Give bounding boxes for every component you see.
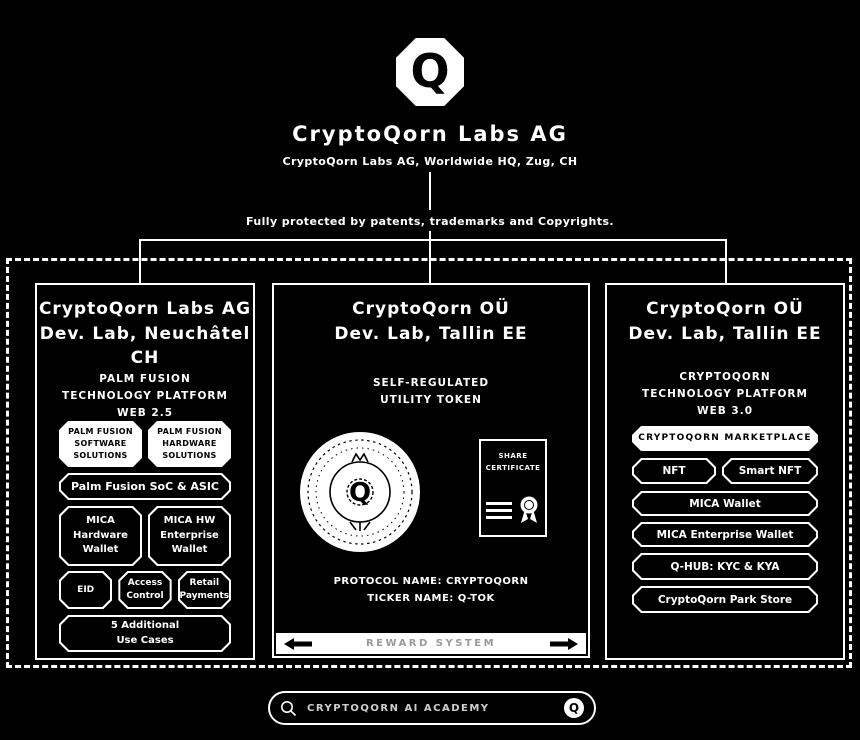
platform-label: SELF-REGULATED UTILITY TOKEN: [372, 377, 490, 406]
connector-line: [139, 239, 727, 241]
search-input[interactable]: CRYPTOQORN AI ACADEMY Q: [268, 691, 596, 725]
node-mica-hardware-wallet: MICA Hardware Wallet: [59, 506, 142, 566]
token-coin-icon: Q: [298, 430, 422, 554]
coin-icon[interactable]: Q: [564, 698, 584, 718]
connector-line: [429, 231, 431, 240]
panel-utility-token: CryptoQorn OÜ Dev. Lab, Tallin EE SELF-R…: [272, 283, 590, 658]
node-mica-enterprise-wallet: MICA Enterprise Wallet: [632, 522, 818, 547]
search-text: CRYPTOQORN AI ACADEMY: [307, 702, 490, 714]
certificate-text-lines-icon: [486, 501, 512, 519]
company-subtitle: CryptoQorn Labs AG, Worldwide HQ, Zug, C…: [282, 155, 578, 168]
node-mica-wallet: MICA Wallet: [632, 491, 818, 516]
panel-title: CryptoQorn OÜ Dev. Lab, Tallin EE: [628, 299, 822, 344]
node-access-control: Access Control: [118, 571, 171, 609]
protection-note: Fully protected by patents, trademarks a…: [246, 215, 614, 228]
share-certificate: SHARE CERTIFICATE: [479, 439, 547, 537]
panel-title: CryptoQorn OÜ Dev. Lab, Tallin EE: [334, 299, 528, 344]
reward-system-bar: REWARD SYSTEM: [276, 633, 586, 654]
node-park-store: CryptoQorn Park Store: [632, 586, 818, 613]
panel-web3-platform: CryptoQorn OÜ Dev. Lab, Tallin EE CRYPTO…: [605, 283, 845, 660]
search-icon: [281, 700, 297, 716]
node-nft: NFT: [632, 458, 716, 484]
node-palm-fusion-hardware: PALM FUSION HARDWARE SOLUTIONS: [148, 421, 231, 467]
logo-letter: Q: [410, 44, 450, 98]
node-smart-nft: Smart NFT: [722, 458, 818, 484]
node-marketplace: CRYPTOQORN MARKETPLACE: [632, 426, 818, 451]
panel-title: CryptoQorn Labs AG Dev. Lab, Neuchâtel C…: [38, 299, 252, 369]
node-additional-use-cases: 5 Additional Use Cases: [59, 615, 231, 652]
arrow-right-icon[interactable]: [550, 637, 578, 650]
page-title: CryptoQorn Labs AG: [292, 122, 568, 146]
connector-line: [725, 239, 727, 283]
share-certificate-label: SHARE CERTIFICATE: [485, 452, 541, 472]
certificate-seal-icon: [520, 496, 538, 523]
connector-line: [429, 172, 431, 210]
node-eid: EID: [59, 571, 112, 609]
node-palm-fusion-software: PALM FUSION SOFTWARE SOLUTIONS: [59, 421, 142, 467]
company-logo-icon: Q: [396, 38, 464, 106]
connector-line: [139, 239, 141, 283]
node-soc-asic: Palm Fusion SoC & ASIC: [59, 473, 231, 500]
connector-line: [429, 239, 431, 283]
coin-letter: Q: [349, 478, 371, 508]
panel-palm-fusion: CryptoQorn Labs AG Dev. Lab, Neuchâtel C…: [35, 283, 255, 660]
reward-system-label: REWARD SYSTEM: [365, 638, 497, 649]
node-q-hub: Q-HUB: KYC & KYA: [632, 553, 818, 580]
protocol-info: PROTOCOL NAME: CRYPTOQORN TICKER NAME: Q…: [333, 576, 529, 604]
node-retail-payments: Retail Payments: [178, 571, 231, 609]
platform-label: CRYPTOQORN TECHNOLOGY PLATFORM WEB 3.0: [642, 371, 808, 417]
group-boundary: [6, 258, 852, 668]
arrow-left-icon[interactable]: [284, 637, 312, 650]
platform-label: PALM FUSION TECHNOLOGY PLATFORM WEB 2.5: [62, 373, 228, 419]
node-mica-hw-enterprise-wallet: MICA HW Enterprise Wallet: [148, 506, 231, 566]
